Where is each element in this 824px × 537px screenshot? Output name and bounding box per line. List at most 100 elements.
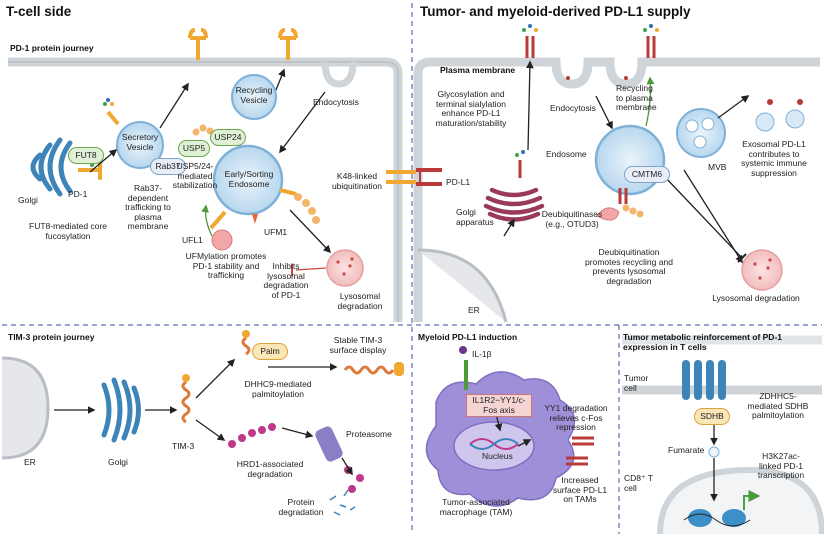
dhhc9-caption: DHHC9-mediated palmitoylation — [244, 379, 312, 399]
cd8-label: CD8⁺ T cell — [624, 473, 653, 493]
pdl1-endosome — [594, 124, 666, 204]
il1b-ligand — [459, 346, 468, 390]
title-pd1-journey: PD-1 protein journey — [10, 43, 94, 53]
panel-dividers — [2, 3, 822, 534]
ufl1-enzyme — [211, 229, 233, 251]
title-plasma-membrane: Plasma membrane — [440, 65, 516, 75]
zdhhc5-caption: ZDHHC5- mediated SDHB palmitoylation — [747, 391, 809, 421]
ufm1-label: UFM1 — [264, 227, 288, 237]
early-sorting-endosome — [209, 144, 297, 230]
endocytosis-label-pdl1: Endocytosis — [550, 103, 596, 113]
axis-box: IL1R2−YY1/c- Fos axis — [466, 394, 532, 418]
tim3-er — [1, 356, 50, 460]
er-label-pdl1: ER — [468, 305, 480, 315]
inhibits-caption: Inhibits lysosomal degradation of PD-1 — [263, 261, 309, 300]
lysosomal-label-pd1: Lysosomal degradation — [337, 291, 383, 311]
palm-box: Palm — [252, 343, 288, 360]
increased-caption: Increased surface PD-L1 on TAMs — [552, 475, 608, 505]
proteasome-label: Proteasome — [346, 429, 392, 439]
ubiquitin-chain-tim3 — [228, 423, 364, 493]
ufm1-marker — [252, 214, 258, 224]
stable-caption: Stable TIM-3 surface display — [329, 335, 387, 355]
tim3-label: TIM-3 — [172, 441, 195, 451]
golgi-label-tim3: Golgi — [108, 457, 128, 467]
pd1-arrows — [89, 68, 332, 276]
title-myeloid: Myeloid PD-L1 induction — [418, 332, 518, 342]
pdl1-membrane-top — [522, 24, 659, 80]
er-label-tim3: ER — [24, 457, 36, 467]
tim3-palm-receptor — [241, 330, 251, 356]
lysosome-pdl1 — [741, 249, 783, 291]
endosome-label-pdl1: Endosome — [546, 149, 587, 159]
pdl1-arrows — [503, 60, 750, 264]
pd1-membrane-top — [188, 28, 298, 60]
tam-pdl1-surface — [566, 436, 594, 466]
usp24-box: USP24 — [210, 129, 246, 146]
pd1-pdl1-synapse — [386, 168, 442, 186]
mvb-label: MVB — [708, 162, 727, 172]
tumor-cell-label: Tumor cell — [624, 373, 649, 393]
lysosome-pd1 — [326, 249, 364, 287]
exosomal-caption: Exosomal PD-L1 contributes to systemic i… — [741, 139, 807, 178]
title-tumor-myeloid: Tumor- and myeloid-derived PD-L1 supply — [420, 4, 691, 19]
er-nucleus-pdl1 — [417, 248, 508, 323]
fumarate-molecule — [708, 446, 720, 458]
h3k27ac-caption: H3K27ac- linked PD-1 transcription — [757, 451, 805, 481]
title-metabolic: Tumor metabolic reinforcement of PD-1 ex… — [623, 332, 783, 352]
multivesicular-body — [676, 108, 726, 158]
golgi-label: Golgi — [18, 195, 38, 205]
recycling-label-pdl1: Recycling to plasma membrane — [616, 83, 657, 113]
nucleus-label: Nucleus — [482, 451, 513, 461]
zdhhc5-protein — [682, 360, 726, 400]
deubiquitinase-otud3 — [596, 204, 644, 221]
ufl1-label: UFL1 — [182, 235, 203, 245]
sdhb-box: SDHB — [694, 408, 730, 425]
yy1-caption: YY1 degradation relieves c-Fos repressio… — [544, 403, 608, 433]
proteasome — [315, 426, 343, 462]
tcell-cell-body — [8, 57, 403, 322]
pdl1-label: PD-L1 — [446, 177, 471, 187]
ubiquitin-chain-pd1 — [294, 193, 320, 224]
glycosylation-caption: Glycosylation and terminal sialylation e… — [435, 89, 507, 128]
tumor-cell-membrane — [413, 57, 820, 322]
deubiquitination-caption: Deubiquitination promotes recycling and … — [585, 247, 673, 286]
tim3-receptor — [181, 374, 191, 424]
exosomes — [755, 99, 805, 132]
title-tcell-side: T-cell side — [6, 4, 72, 19]
rab37-caption: Rab37- dependent trafficking to plasma m… — [125, 183, 171, 232]
golgi-apparatus-pdl1 — [483, 150, 545, 222]
deubiquitinases-label: Deubiquitinases (e.g., OTUD3) — [541, 209, 603, 229]
title-tim3-journey: TIM-3 protein journey — [8, 332, 95, 342]
secretory-vesicle — [103, 98, 164, 169]
golgi-apparatus-label: Golgi apparatus — [456, 207, 494, 227]
rab37-box: Rab37 — [150, 158, 186, 175]
tim3-golgi — [101, 377, 141, 443]
fut8-box: FUT8 — [68, 147, 104, 164]
protein-degradation-label: Protein degradation — [278, 497, 324, 517]
tim3-arrows — [54, 358, 353, 476]
usp5-box: USP5 — [178, 140, 210, 157]
il1b-label: IL-1β — [472, 349, 492, 359]
lysosomal-label-pdl1: Lysosomal degradation — [712, 293, 800, 303]
endocytosis-label-pd1: Endocytosis — [313, 97, 359, 107]
k48-label: K48-linked ubiquitination — [331, 171, 383, 191]
fumarate-label: Fumarate — [668, 445, 705, 455]
hrd1-caption: HRD1-associated degradation — [236, 459, 304, 479]
golgi-stack-pd1 — [30, 137, 73, 197]
ufmylation-caption: UFMylation promotes PD-1 stability and t… — [185, 251, 267, 281]
usp-caption: USP5/24- mediated stabilization — [172, 161, 218, 191]
pd1-label: PD-1 — [68, 189, 88, 199]
tim3-surface — [343, 362, 404, 376]
cmtm6-box: CMTM6 — [624, 166, 670, 183]
endocytosis-pit-pd1 — [321, 61, 357, 88]
fut8-caption: FUT8-mediated core fucosylation — [29, 221, 107, 241]
tam-nucleus — [453, 421, 535, 471]
recycling-vesicle-label: Recycling Vesicle — [235, 85, 273, 105]
tam-caption: Tumor-associated macrophage (TAM) — [439, 497, 513, 517]
secretory-vesicle-label: Secretory Vesicle — [121, 132, 159, 152]
protein-fragments — [329, 489, 356, 516]
endosome-label-pd1: Early/Sorting Endosome — [224, 169, 274, 189]
recycling-vesicle — [231, 74, 277, 120]
nucleosomes — [683, 490, 761, 527]
